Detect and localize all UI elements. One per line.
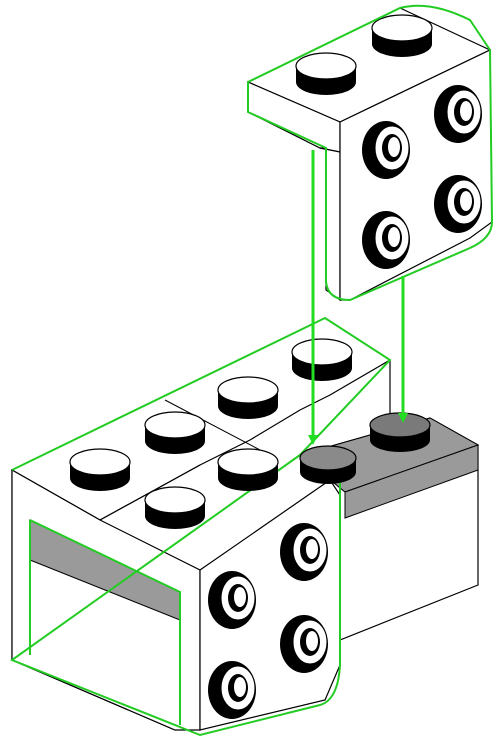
side-stud (208, 571, 256, 629)
side-stud (280, 615, 328, 673)
side-stud (362, 211, 410, 269)
base-highlight-outline (9, 316, 392, 737)
brick-2x2-front-left-face (11, 468, 201, 731)
bracket-part (246, 4, 494, 302)
side-stud (280, 523, 328, 581)
stud (144, 411, 206, 454)
stud (291, 338, 353, 381)
stud (371, 14, 433, 57)
bracket-highlight-outline (247, 4, 494, 302)
stud-grey (299, 445, 357, 484)
side-stud (434, 85, 482, 143)
stud-grey (369, 412, 431, 452)
base-side-studs (208, 523, 328, 719)
placement-arrows (308, 150, 408, 445)
stud (217, 376, 279, 419)
stud (69, 448, 131, 491)
stud (144, 486, 206, 529)
base-top-studs (69, 338, 431, 529)
side-stud (362, 121, 410, 179)
stud (217, 448, 279, 491)
side-stud (208, 661, 256, 719)
stud (295, 52, 357, 95)
side-stud (434, 175, 482, 233)
